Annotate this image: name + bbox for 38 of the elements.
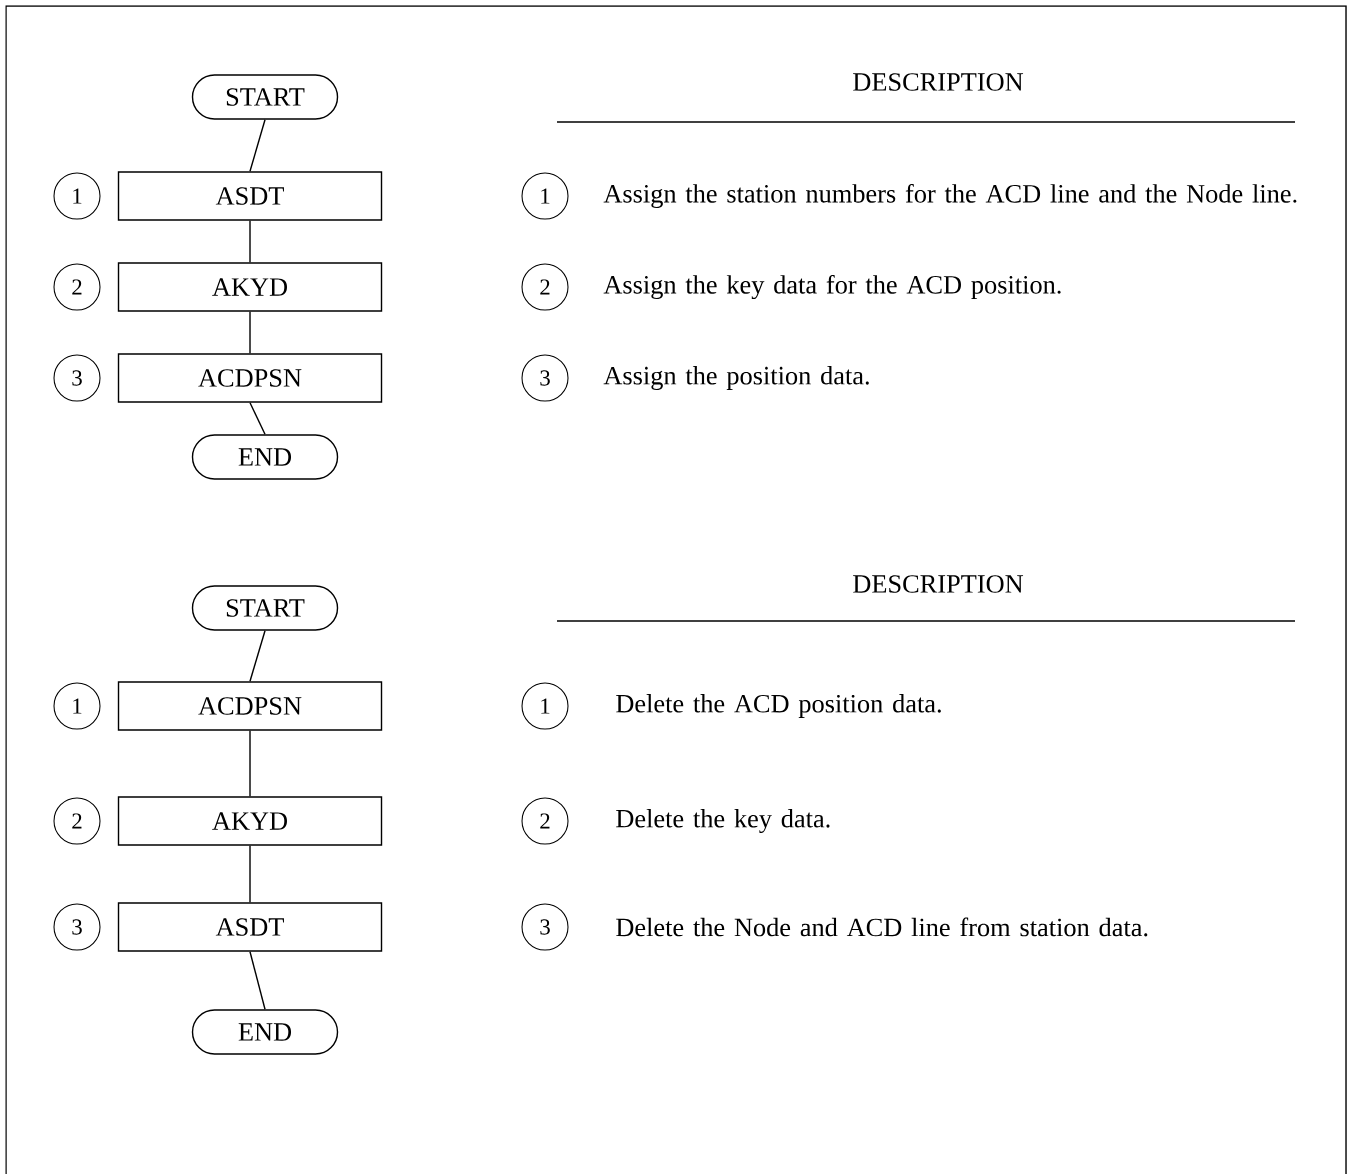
connector-line	[249, 311, 251, 354]
step-number: 3	[53, 903, 101, 951]
process-box: ASDT	[117, 171, 383, 221]
step-number: 2	[53, 263, 101, 311]
heading: DESCRIPTION	[853, 73, 1024, 91]
description-text: Delete the Node and ACD line from station data.	[616, 917, 1148, 937]
description-text: Assign the station numbers for the ACD line and the Node line.	[603, 183, 1297, 209]
connector-line	[249, 730, 251, 797]
process-box: AKYD	[117, 262, 383, 312]
connector-line	[249, 402, 266, 435]
heading: DESCRIPTION	[853, 575, 1024, 593]
step-number: 2	[521, 797, 569, 845]
connector-line	[249, 220, 251, 263]
terminal-box: END	[191, 434, 339, 480]
step-number: 1	[521, 682, 569, 730]
terminal-box: END	[191, 1009, 339, 1055]
connector-line	[249, 119, 266, 172]
step-number: 2	[53, 797, 101, 845]
step-number: 2	[521, 263, 569, 311]
process-box: ASDT	[117, 902, 383, 952]
step-number: 1	[53, 172, 101, 220]
description-text: Delete the key data.	[616, 809, 830, 833]
step-number: 3	[53, 354, 101, 402]
process-box: ACDPSN	[117, 353, 383, 403]
description-text: Delete the ACD position data.	[616, 694, 941, 718]
terminal-box: START	[191, 585, 339, 631]
step-number: 3	[521, 903, 569, 951]
process-box: AKYD	[117, 796, 383, 846]
connector-line	[249, 630, 266, 682]
terminal-box: START	[191, 74, 339, 120]
connector-line	[249, 845, 251, 903]
description-text: Assign the position data.	[603, 366, 869, 390]
step-number: 1	[53, 682, 101, 730]
process-box: ACDPSN	[117, 681, 383, 731]
description-text: Assign the key data for the ACD position.	[603, 274, 1061, 300]
connector-line	[249, 951, 266, 1010]
step-number: 1	[521, 172, 569, 220]
step-number: 3	[521, 354, 569, 402]
